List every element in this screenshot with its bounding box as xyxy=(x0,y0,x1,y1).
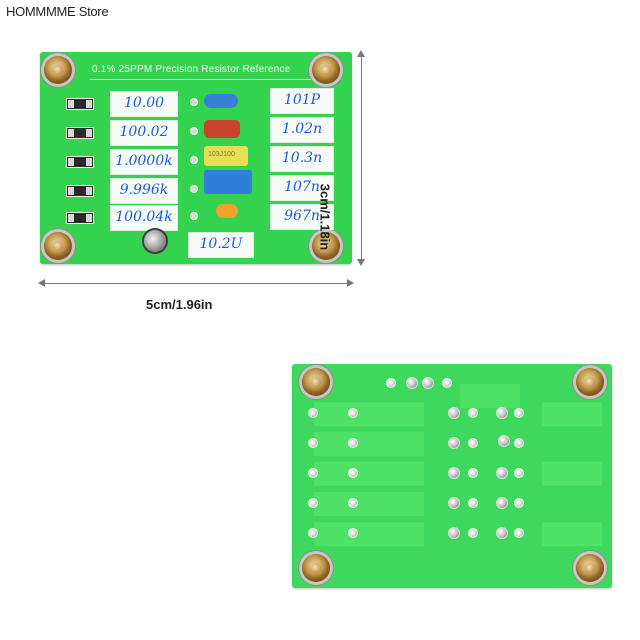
smd-resistor xyxy=(66,185,94,197)
solder-joint xyxy=(448,407,460,419)
electrolytic-capacitor xyxy=(144,230,166,252)
solder-joint xyxy=(496,407,508,419)
through-hole xyxy=(514,438,524,448)
capacitor-label: 1.02n xyxy=(270,117,334,143)
pad xyxy=(190,212,198,220)
trace xyxy=(314,462,424,486)
smd-resistor xyxy=(66,98,94,110)
through-hole xyxy=(514,498,524,508)
through-hole xyxy=(348,498,358,508)
solder-joint xyxy=(448,527,460,539)
solder-joint xyxy=(496,527,508,539)
capacitor-blue-box xyxy=(204,170,252,194)
pad xyxy=(190,98,198,106)
trace xyxy=(542,462,602,486)
through-hole xyxy=(468,498,478,508)
trace xyxy=(314,432,424,456)
store-name: HOMMMME Store xyxy=(6,4,109,19)
solder-joint xyxy=(422,377,434,389)
pad xyxy=(190,127,198,135)
width-dimension-arrow xyxy=(38,279,354,287)
through-hole xyxy=(442,378,452,388)
solder-joint xyxy=(406,377,418,389)
through-hole xyxy=(468,528,478,538)
through-hole xyxy=(468,438,478,448)
capacitor-orange xyxy=(216,204,238,218)
trace xyxy=(542,522,602,546)
capacitor-marking: 103J100 xyxy=(208,151,235,158)
mount-hole-bottom-right xyxy=(576,554,604,582)
height-dimension-arrow xyxy=(357,50,365,266)
mount-hole-bottom-left xyxy=(302,554,330,582)
through-hole xyxy=(468,468,478,478)
trace xyxy=(542,402,602,426)
mount-hole-top-left xyxy=(44,56,72,84)
mount-hole-bottom-right xyxy=(312,232,340,260)
title-underline xyxy=(90,79,312,80)
through-hole xyxy=(308,438,318,448)
mount-hole-bottom-left xyxy=(44,232,72,260)
pcb-back xyxy=(292,364,612,588)
resistor-label: 1.0000k xyxy=(110,149,178,175)
trace xyxy=(460,384,520,408)
through-hole xyxy=(348,468,358,478)
through-hole xyxy=(468,408,478,418)
resistor-label: 100.02 xyxy=(110,120,178,146)
mount-hole-top-left xyxy=(302,368,330,396)
pcb-front: 0.1% 25PPM Precision Resistor Reference … xyxy=(40,52,352,264)
capacitor-label: 967n xyxy=(270,204,334,230)
capacitor-label: 10.3n xyxy=(270,146,334,172)
smd-resistor xyxy=(66,212,94,224)
through-hole xyxy=(514,528,524,538)
through-hole xyxy=(348,408,358,418)
trace xyxy=(314,402,424,426)
width-dimension-label: 5cm/1.96in xyxy=(146,297,213,312)
solder-joint xyxy=(498,435,510,447)
through-hole xyxy=(348,438,358,448)
smd-resistor xyxy=(66,127,94,139)
pad xyxy=(190,185,198,193)
board-title: 0.1% 25PPM Precision Resistor Reference xyxy=(92,64,291,75)
resistor-label: 100.04k xyxy=(110,205,178,231)
resistor-label: 9.996k xyxy=(110,178,178,204)
pad xyxy=(190,156,198,164)
through-hole xyxy=(308,528,318,538)
solder-joint xyxy=(448,467,460,479)
solder-joint xyxy=(448,497,460,509)
trace xyxy=(314,522,424,546)
electrolytic-label: 10.2U xyxy=(188,232,254,258)
through-hole xyxy=(308,498,318,508)
mount-hole-top-right xyxy=(576,368,604,396)
capacitor-yellow: 103J100 xyxy=(204,146,248,166)
through-hole xyxy=(514,408,524,418)
solder-joint xyxy=(496,467,508,479)
capacitor-label: 101P xyxy=(270,88,334,114)
height-dimension-label: 3cm/1.18in xyxy=(317,183,333,251)
trace xyxy=(314,492,424,516)
resistor-label: 10.00 xyxy=(110,91,178,117)
through-hole xyxy=(386,378,396,388)
through-hole xyxy=(308,468,318,478)
solder-joint xyxy=(496,497,508,509)
smd-resistor xyxy=(66,156,94,168)
capacitor-blue xyxy=(204,94,238,108)
capacitor-label: 107n xyxy=(270,175,334,201)
solder-joint xyxy=(448,437,460,449)
through-hole xyxy=(348,528,358,538)
through-hole xyxy=(308,408,318,418)
mount-hole-top-right xyxy=(312,56,340,84)
capacitor-red xyxy=(204,120,240,138)
through-hole xyxy=(514,468,524,478)
